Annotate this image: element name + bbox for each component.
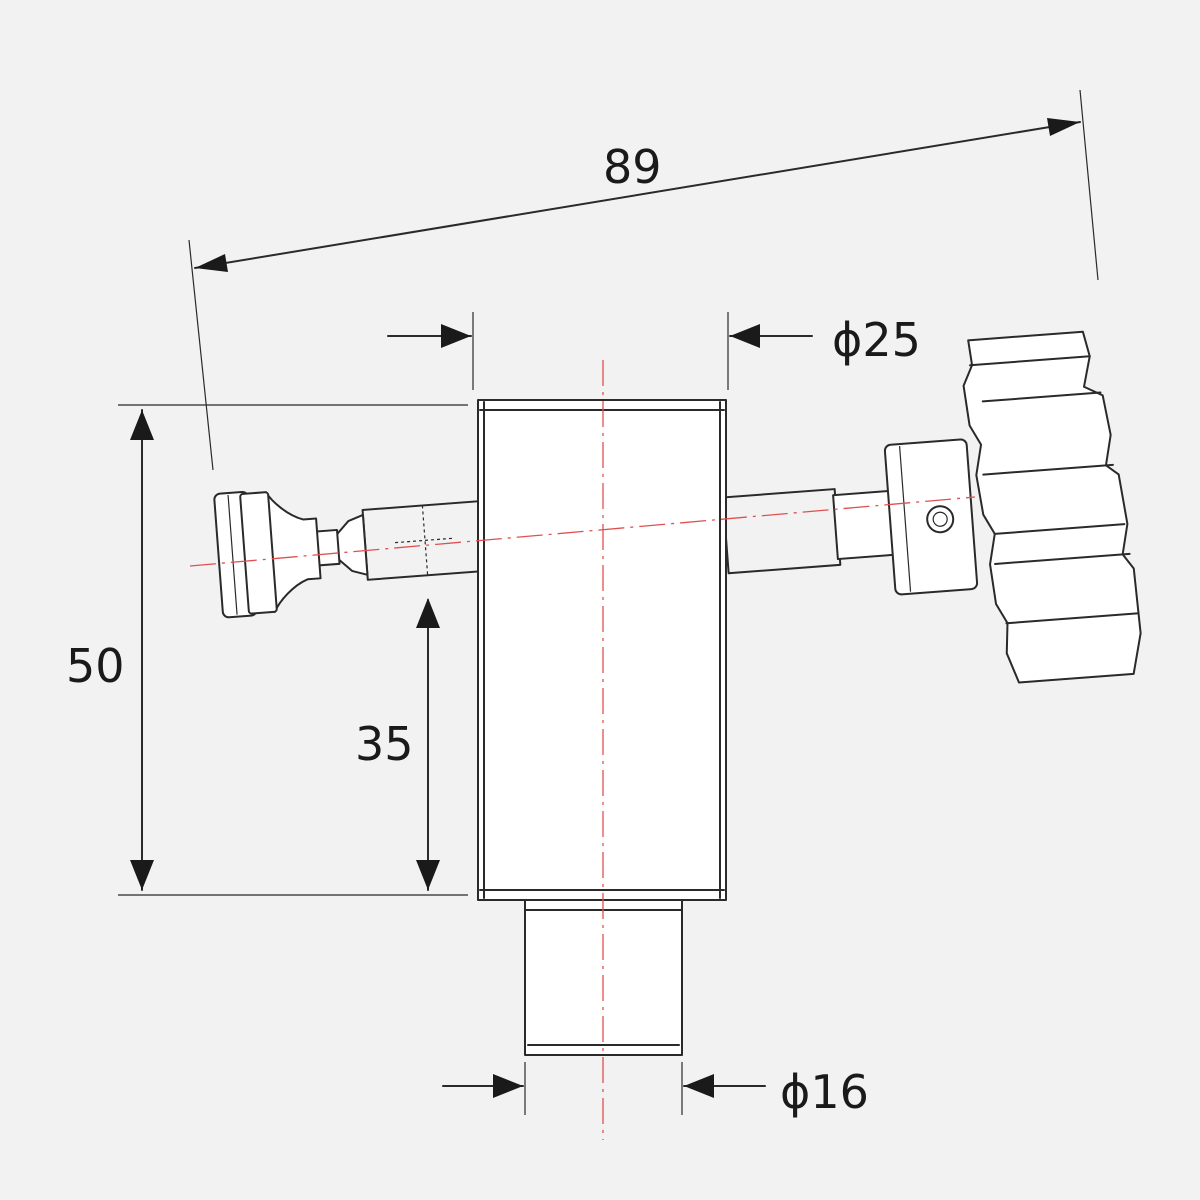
dimension-height: 50 (66, 404, 468, 896)
dim-89-label: 89 (603, 140, 662, 194)
set-screw-hole (926, 505, 955, 534)
dimension-bolt-height: 35 (355, 598, 440, 891)
dim-50-label: 50 (66, 639, 125, 693)
dim-35-label: 35 (355, 717, 414, 771)
dimension-overall-length: 89 (188, 89, 1099, 471)
right-screw (721, 438, 979, 596)
left-pad-rim (239, 491, 278, 615)
dim-16-label: ϕ16 (780, 1065, 869, 1119)
screw-axis-centerline (189, 496, 976, 567)
knob-body (962, 330, 1142, 684)
main-body (477, 399, 727, 901)
star-knob (962, 330, 1142, 684)
dimension-spigot-diameter: ϕ16 (442, 1062, 869, 1119)
dimension-body-diameter: ϕ25 (387, 312, 921, 390)
right-thread (721, 488, 842, 575)
clamp-part (213, 330, 1142, 1056)
left-screw (213, 490, 489, 619)
right-shank (832, 489, 897, 561)
dim-25-label: ϕ25 (832, 313, 921, 367)
